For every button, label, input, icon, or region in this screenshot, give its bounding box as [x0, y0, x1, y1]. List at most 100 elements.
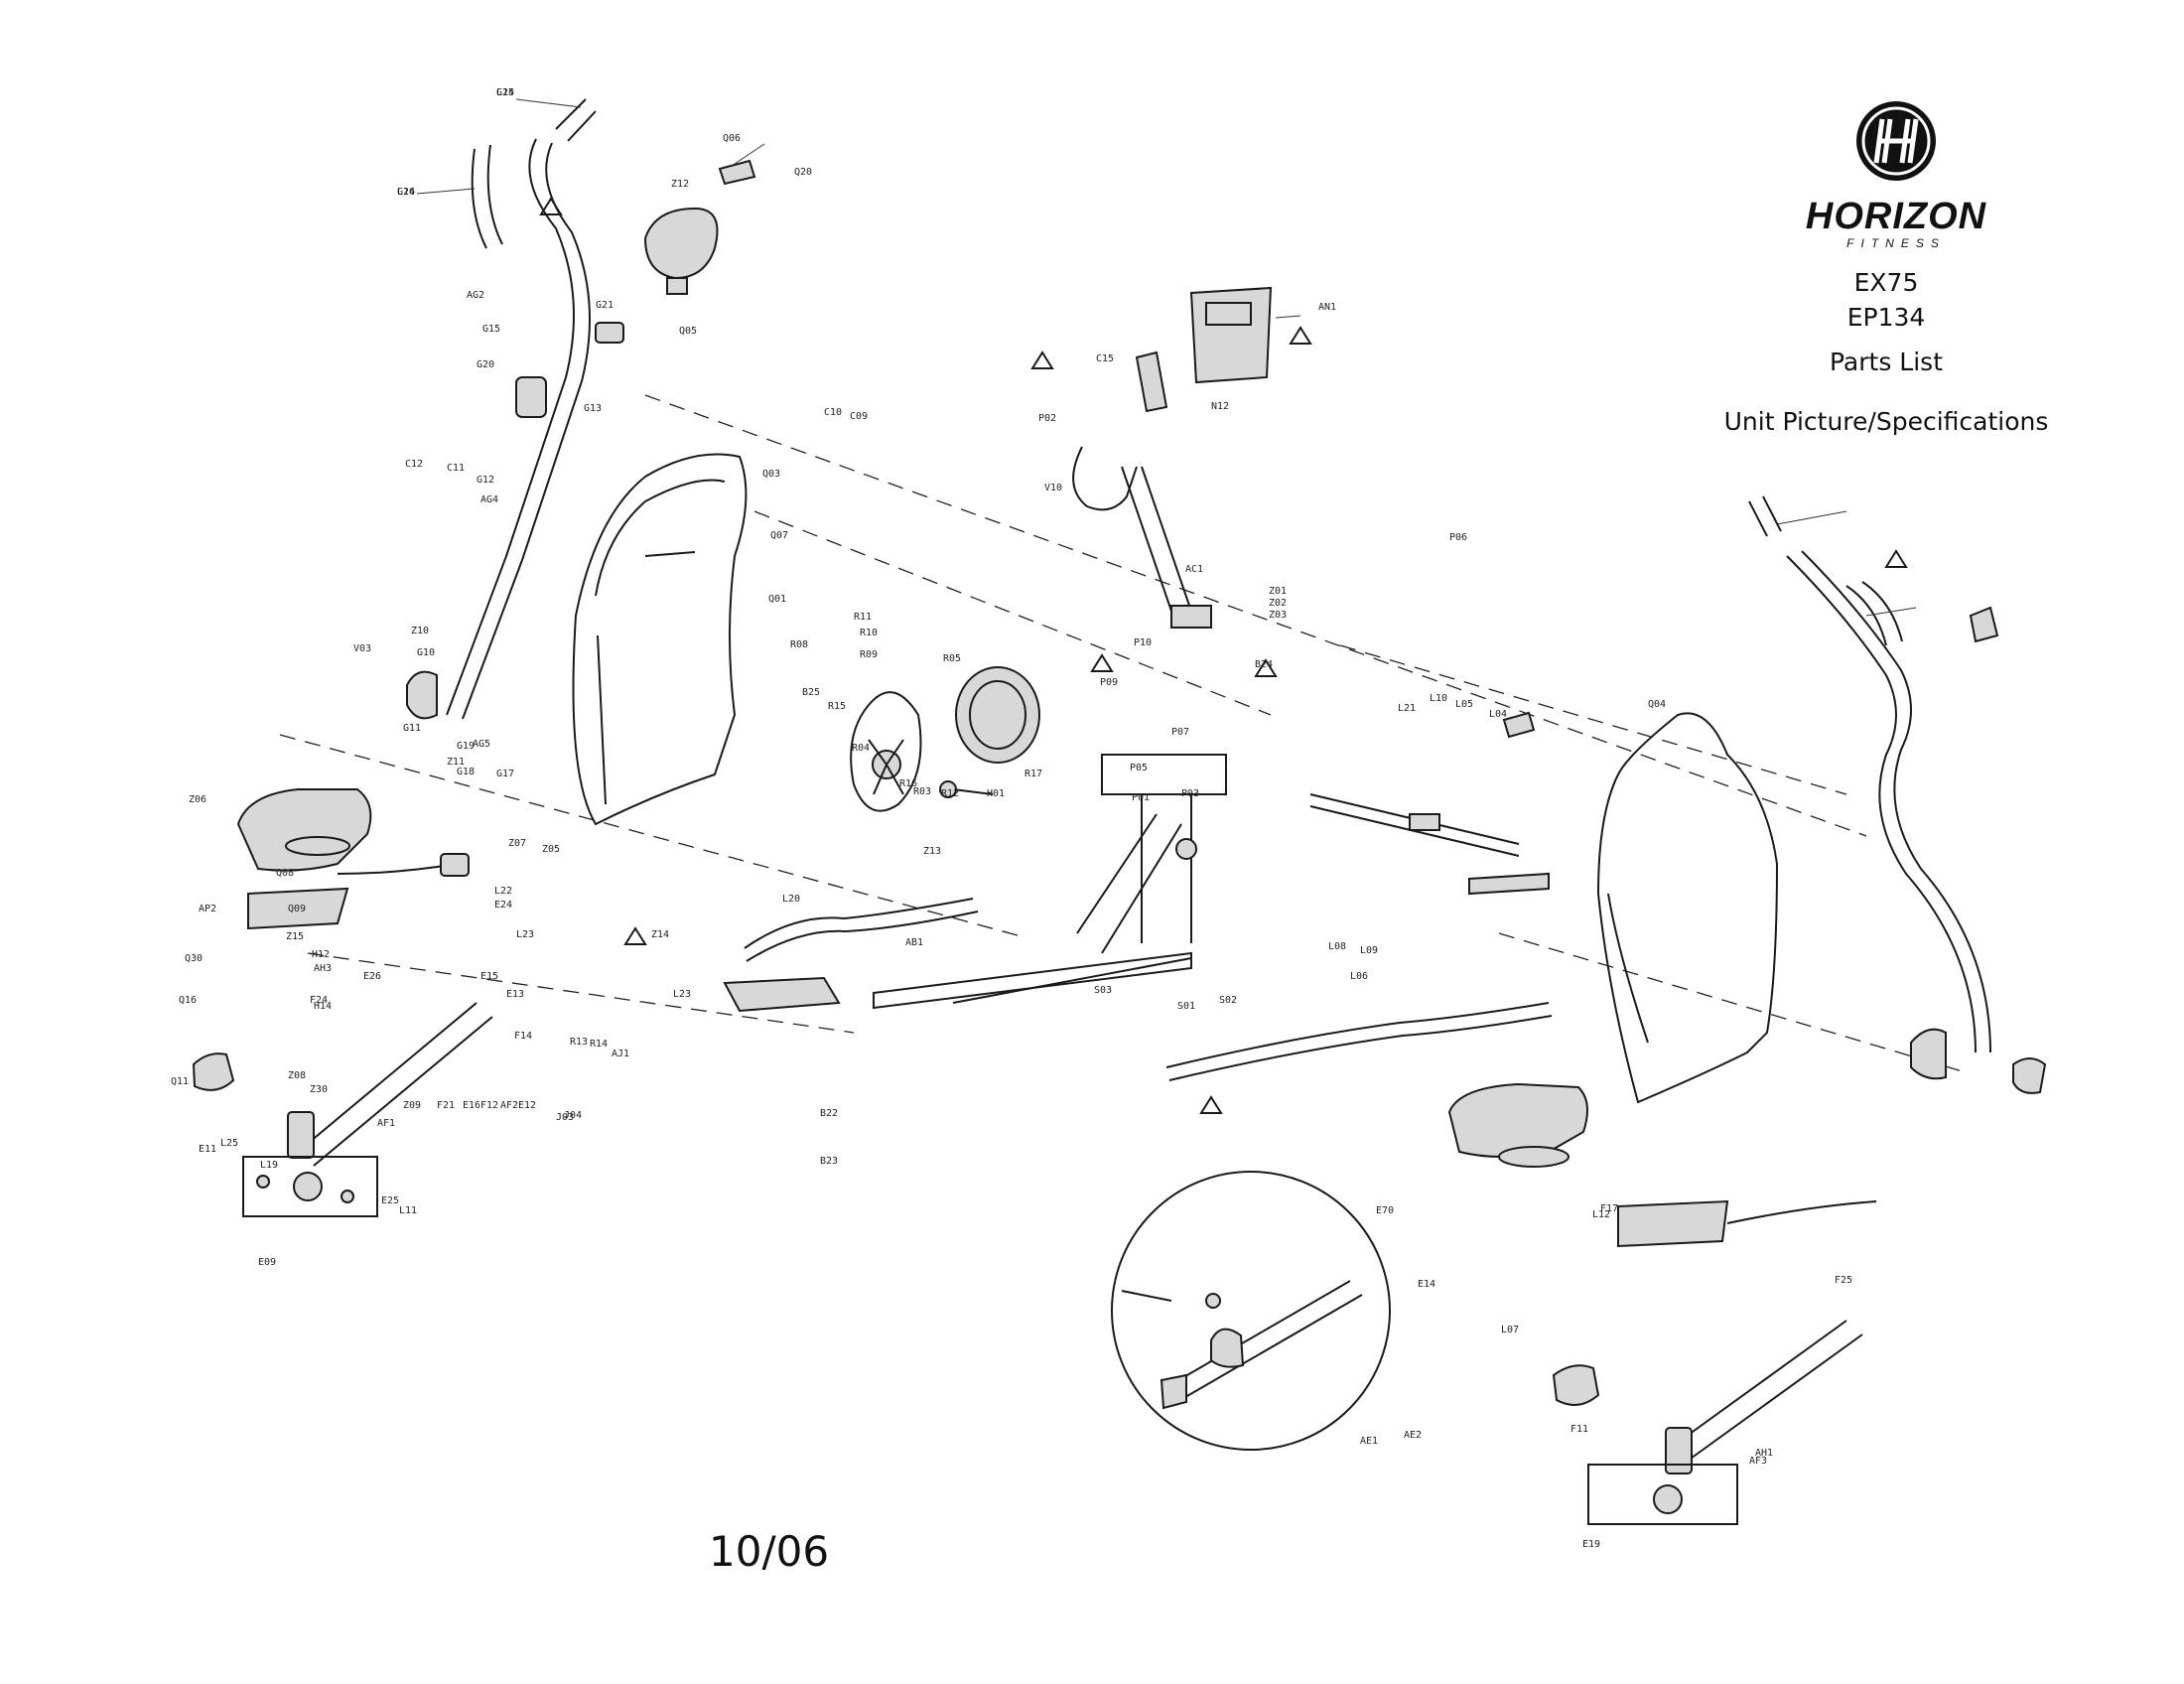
part-callout-label: Q01 [768, 594, 786, 605]
part-callout-label: R04 [852, 743, 870, 754]
warning-triangle-icon [1199, 1095, 1223, 1114]
part-callout-label: G19 [457, 741, 475, 752]
part-callout-label: H14 [314, 1001, 332, 1012]
part-callout-label: N12 [1211, 401, 1229, 412]
lower-track-tube [744, 898, 1553, 1081]
part-callout-label: G14 [397, 187, 415, 198]
brand-subtitle: FITNESS [1846, 236, 1946, 250]
warning-triangle-icons [539, 197, 1908, 1114]
part-callout-label: G10 [417, 647, 435, 658]
part-callout-label: Z08 [288, 1070, 306, 1081]
part-callout-label: B23 [820, 1156, 838, 1167]
part-callout-label: Z11 [447, 757, 465, 768]
part-callout-label: Z05 [542, 844, 560, 855]
brand-block: HORIZON FITNESS [1757, 97, 2035, 250]
part-callout-label: C12 [405, 459, 423, 470]
part-callout-label: F24 [310, 995, 328, 1006]
part-callout-label: E26 [363, 971, 381, 982]
right-pedal-assembly [1447, 1082, 1877, 1248]
part-callout-label: L21 [1398, 703, 1416, 714]
part-callout-label: L20 [782, 894, 800, 905]
part-callout-label: E13 [506, 989, 524, 1000]
part-callout-label: L25 [220, 1138, 238, 1149]
part-callout-label: E24 [494, 900, 512, 911]
part-callout-label: C11 [447, 463, 465, 474]
warning-triangle-icon [623, 926, 647, 945]
part-callout-label: G11 [403, 723, 421, 734]
revision-date: 10/06 [709, 1527, 830, 1576]
part-callout-label: R03 [913, 786, 931, 797]
part-callout-label: AN1 [1318, 302, 1336, 313]
part-callout-label: L09 [1360, 945, 1378, 956]
part-callout-label: R10 [860, 628, 878, 638]
part-callout-label: C09 [850, 411, 868, 422]
part-callout-label: G18 [457, 767, 475, 777]
main-frame [723, 754, 1227, 1013]
part-callout-label: Z13 [923, 846, 941, 857]
part-callout-label: P07 [1171, 727, 1189, 738]
left-roller-group [242, 1156, 378, 1217]
part-callout-label: F25 [1835, 1275, 1852, 1286]
horizon-h-logo-icon [1856, 101, 1936, 181]
part-callout-label: L19 [260, 1160, 278, 1171]
part-callout-label: P02 [1038, 413, 1056, 424]
part-callout-label: B22 [820, 1108, 838, 1119]
part-callout-label: G17 [496, 769, 514, 779]
part-callout-label: AP2 [199, 904, 216, 914]
part-callout-label: L11 [399, 1205, 417, 1216]
part-callout-label: V10 [1044, 483, 1062, 493]
part-callout-label: R08 [790, 639, 808, 650]
part-callout-label: F21 [437, 1100, 455, 1111]
drive-and-flywheel [850, 666, 1040, 812]
part-callout-label: AG2 [467, 290, 484, 301]
part-callout-label: S01 [1177, 1001, 1195, 1012]
part-callout-label: R17 [1024, 769, 1042, 779]
part-callout-label: G21 [596, 300, 614, 311]
part-callout-label: Q03 [762, 469, 780, 480]
right-crank-arms [1309, 711, 1550, 896]
part-callout-label: R12 [941, 788, 959, 799]
part-callout-label: G12 [477, 475, 494, 486]
part-callout-label: Z30 [310, 1084, 328, 1095]
part-callout-label: E25 [381, 1195, 399, 1206]
part-callout-label: AF2 [500, 1100, 518, 1111]
console-mast [1072, 286, 1273, 629]
part-callout-label: R13 [570, 1037, 588, 1048]
left-shroud-cover [572, 453, 748, 826]
part-callout-label: L22 [494, 886, 512, 897]
part-callout-label: E09 [258, 1257, 276, 1268]
part-callout-label: Q04 [1648, 699, 1666, 710]
part-callout-label: AE2 [1404, 1430, 1422, 1441]
part-callout-label: Q08 [276, 868, 294, 879]
part-callout-label: AH1 [1755, 1448, 1773, 1459]
part-callout-label: E70 [1376, 1205, 1394, 1216]
part-callout-label: Z12 [671, 179, 689, 190]
right-handlebar-assembly [1748, 495, 2047, 1094]
part-callout-label: AH3 [314, 963, 332, 974]
left-pedal-arm [192, 1002, 493, 1167]
part-callout-label: G20 [477, 359, 494, 370]
part-callout-label: E16 [463, 1100, 480, 1111]
model-number-1: EX75 [1853, 268, 1919, 297]
part-callout-label: E15 [480, 971, 498, 982]
part-callout-label: Q09 [288, 904, 306, 914]
part-callout-label: P01 [1132, 792, 1150, 803]
part-callout-label: AG4 [480, 494, 498, 505]
part-callout-label: AE1 [1360, 1436, 1378, 1447]
part-callout-label: L06 [1350, 971, 1368, 982]
part-callout-label: R11 [854, 612, 872, 623]
part-callout-label: Q06 [723, 133, 741, 144]
callout-leader-lines [416, 98, 1917, 617]
part-callout-label: Q30 [185, 953, 203, 964]
part-callout-label: P03 [1181, 788, 1199, 799]
brand-name: HORIZON [1805, 196, 1987, 237]
part-callout-label: Z06 [189, 794, 206, 805]
part-callout-label: J04 [564, 1110, 582, 1121]
part-callout-label: R14 [590, 1039, 608, 1050]
part-callout-label: AJ1 [612, 1049, 629, 1059]
part-callout-label: L23 [673, 989, 691, 1000]
part-callout-label: P05 [1130, 763, 1148, 773]
part-callout-label: L04 [1489, 709, 1507, 720]
